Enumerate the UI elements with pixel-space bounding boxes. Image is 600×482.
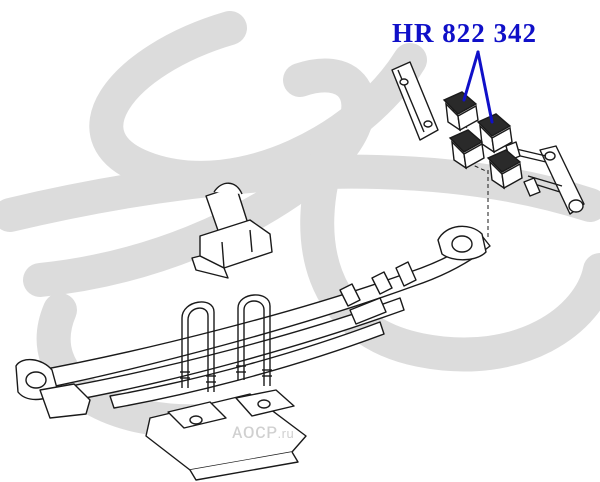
shackle-link [505,141,585,215]
shackle-plate [391,61,439,141]
bushing-lower-left [448,129,485,170]
watermark-brand: ᴀᴏᴄᴘ [232,420,278,443]
bushings [442,91,523,190]
leaf-spring [15,225,491,419]
watermark-text: ᴀᴏᴄᴘ.ru [232,420,294,444]
part-number-label: HR 822 342 [392,18,537,48]
u-bolts [180,294,272,392]
watermark-suffix: .ru [277,426,295,441]
bump-stop [191,182,273,279]
bushing-lower-right [486,149,523,190]
assembly-lines [451,107,489,240]
leader-lines [462,50,494,124]
spring-seat [145,389,307,481]
bushing-upper-left [442,91,479,132]
